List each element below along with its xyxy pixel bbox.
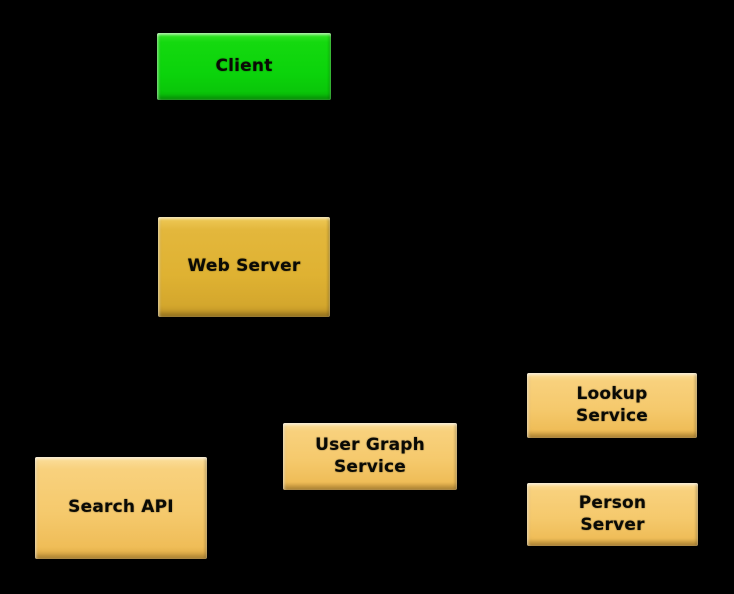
node-person-server: Person Server bbox=[527, 483, 698, 546]
node-person-server-label: Person Server bbox=[578, 493, 647, 535]
node-client-label: Client bbox=[215, 55, 273, 76]
node-web-server-label: Web Server bbox=[187, 256, 301, 277]
node-search-api-label: Search API bbox=[68, 497, 174, 518]
node-search-api: Search API bbox=[35, 457, 207, 559]
node-client: Client bbox=[157, 33, 331, 100]
node-lookup-service-label: Lookup Service bbox=[575, 384, 649, 426]
node-user-graph-service-label: User Graph Service bbox=[315, 435, 425, 477]
node-user-graph-service: User Graph Service bbox=[283, 423, 457, 490]
node-web-server: Web Server bbox=[158, 217, 330, 317]
node-lookup-service: Lookup Service bbox=[527, 373, 697, 438]
